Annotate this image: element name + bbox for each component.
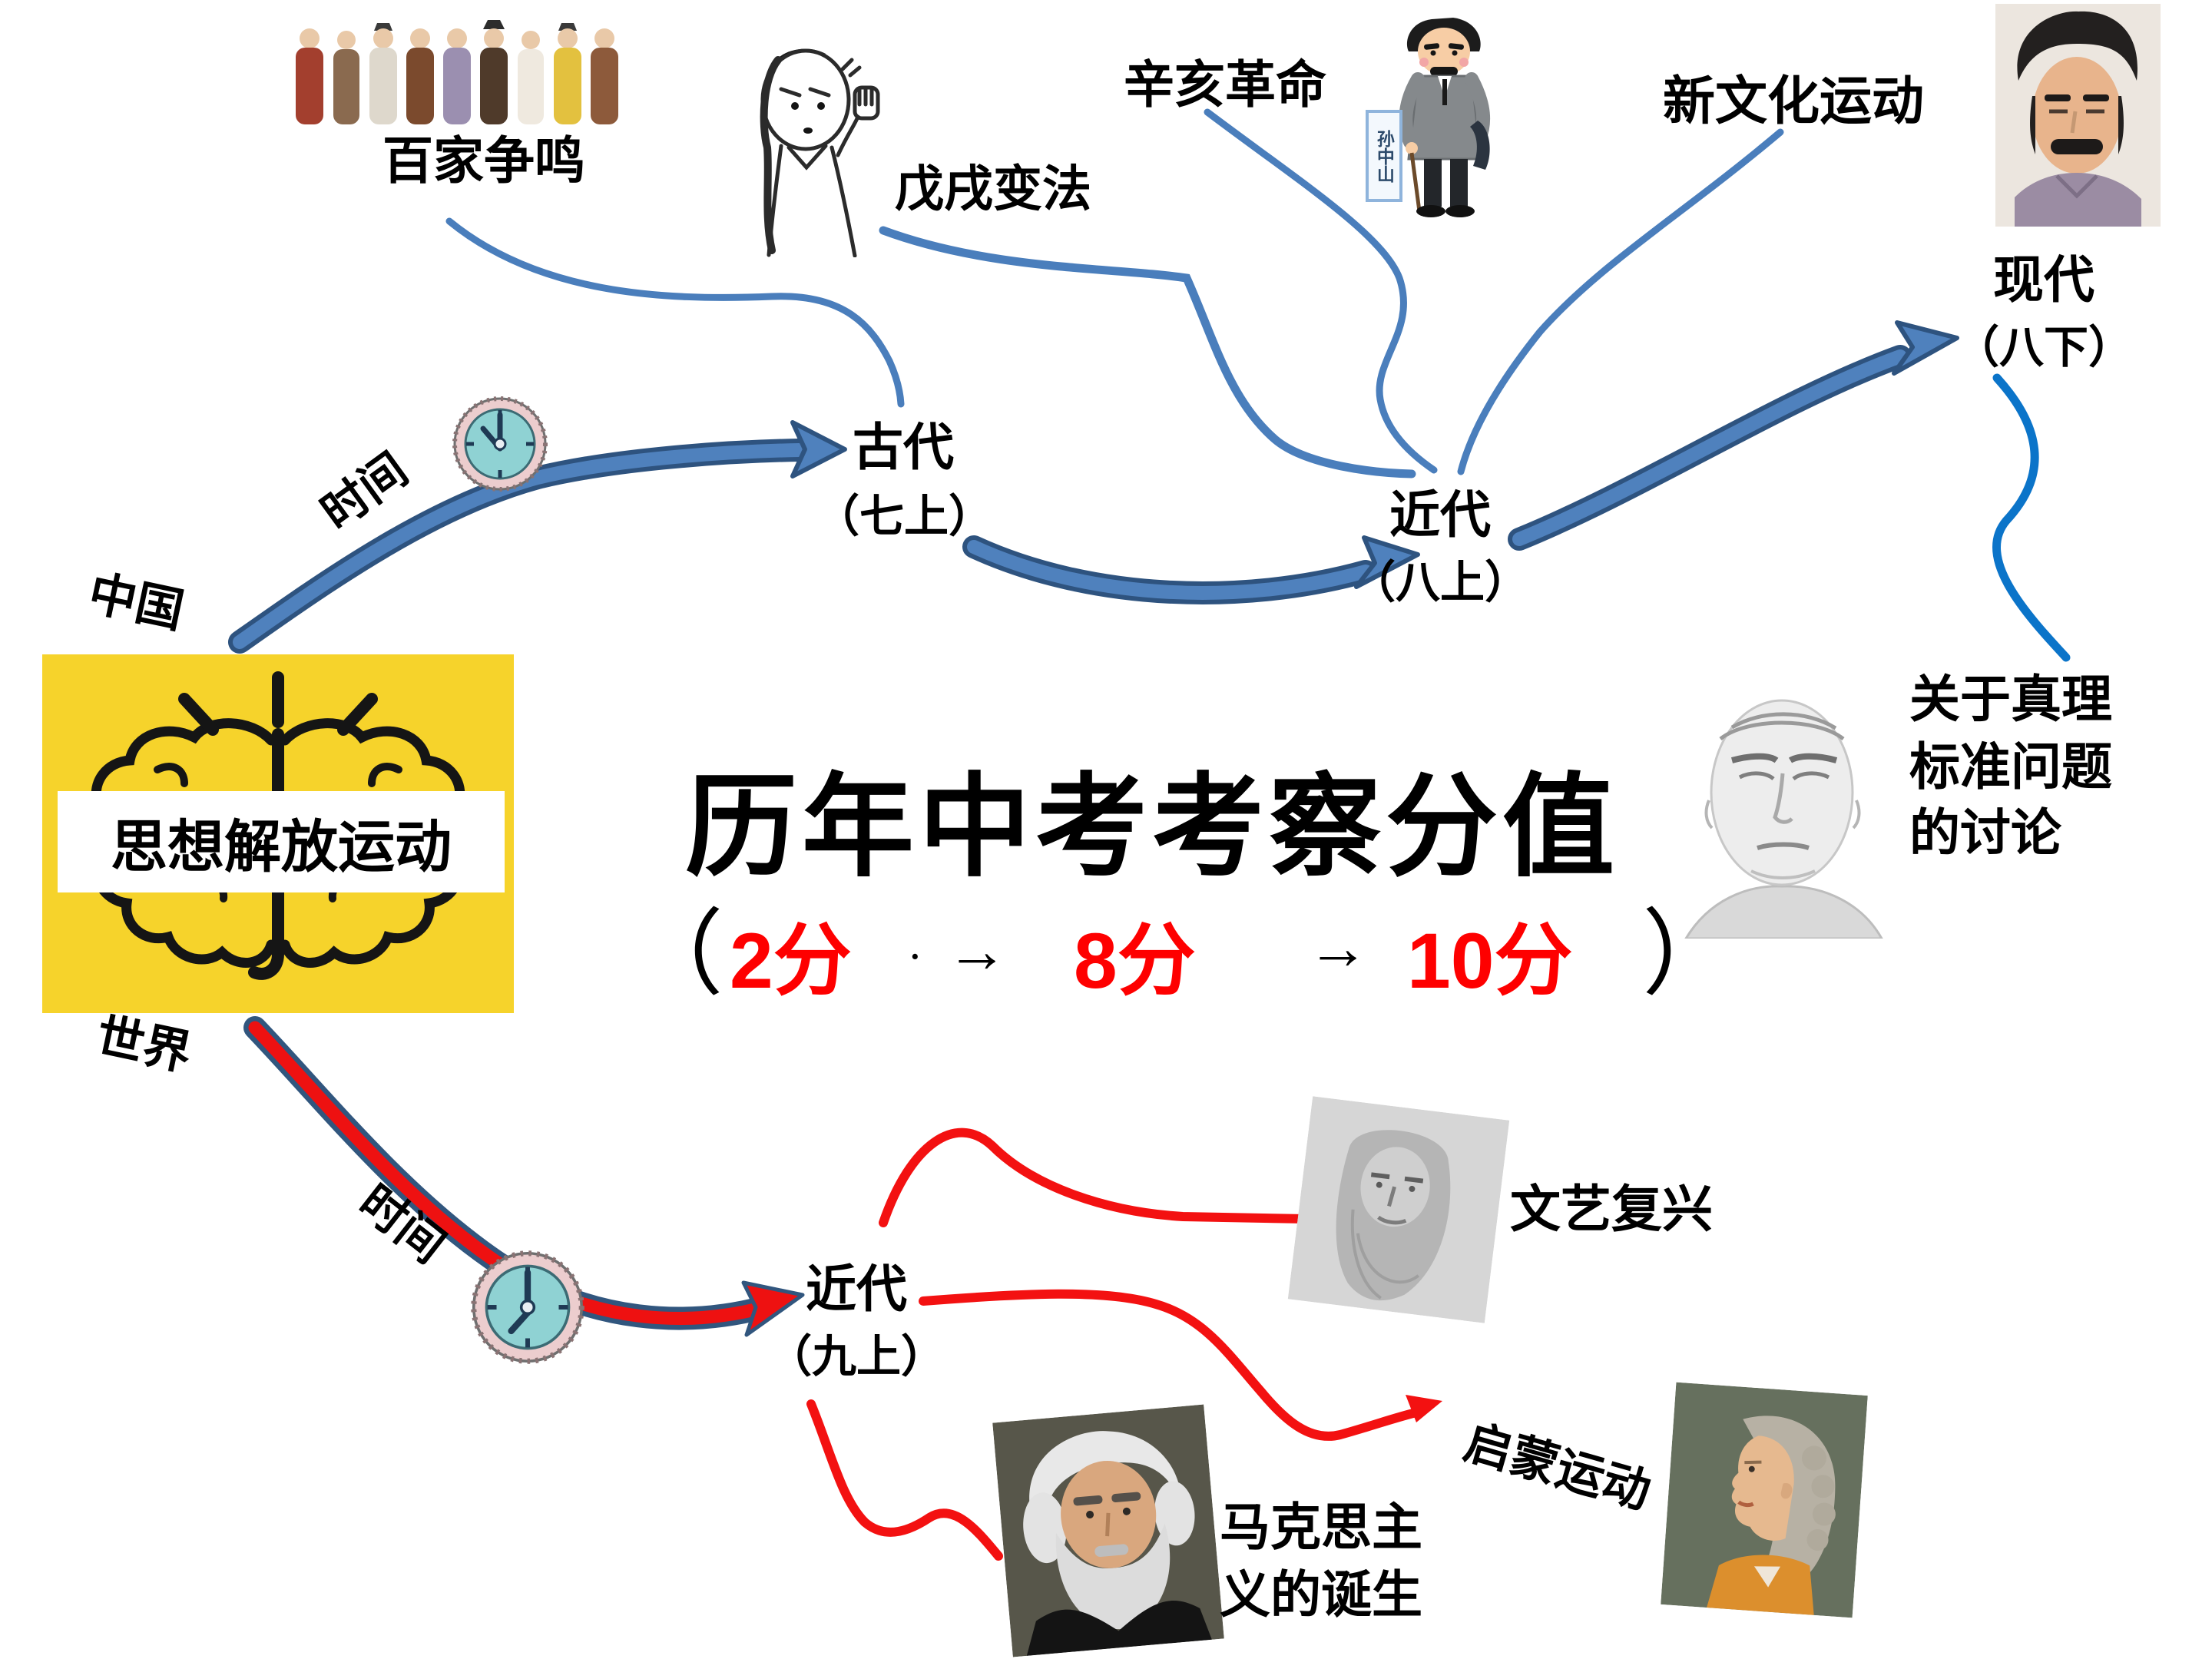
branch-ancient-to-modern (967, 540, 1373, 600)
score-8: 8分 (1074, 917, 1196, 1005)
line-new-culture (1457, 128, 1784, 475)
arrowhead-modern (1354, 535, 1420, 589)
line-truth-discussion (1992, 373, 2071, 662)
montesquieu-portrait (1661, 1382, 1868, 1618)
arrowhead-contemporary (1892, 320, 1959, 376)
clock-icon-china (452, 396, 548, 492)
topic-truth-line3: 的讨论 (1909, 806, 2061, 862)
branch-box-to-world-modern (248, 1021, 771, 1325)
brain-rays (178, 671, 378, 736)
topic-xinhai-revolution: 辛亥革命 (1124, 58, 1326, 114)
line-wuxu-reform (879, 226, 1416, 478)
clock-icon-world (470, 1250, 585, 1365)
score-10: 10分 (1407, 917, 1573, 1005)
node-world-modern-sub: （九上） (767, 1332, 945, 1382)
arrowhead-enlightenment (1406, 1395, 1442, 1422)
thought-liberation-box: 思想解放运动 (42, 654, 514, 1013)
score-dot: · (909, 938, 921, 975)
branch-box-to-ancient (233, 443, 806, 649)
qing-scholar-cartoon-icon (733, 31, 899, 257)
score-paren-open: （ (630, 903, 724, 1007)
topic-new-culture: 新文化运动 (1662, 72, 1924, 131)
line-renaissance (879, 1128, 1310, 1227)
da-vinci-sketch (1287, 1096, 1510, 1323)
line-marxism (806, 1399, 1003, 1561)
node-contemporary-sub: （八下） (1954, 323, 2133, 373)
topic-renaissance: 文艺复兴 (1510, 1182, 1713, 1238)
score-arrow-1: → (946, 918, 1008, 985)
topic-wuxu-reform: 戊戌变法 (895, 162, 1091, 217)
line-xinhai-revolution (1204, 108, 1438, 474)
line-hundred-schools (445, 217, 905, 408)
node-contemporary: 现代 (1993, 253, 2094, 309)
node-china-modern-sub: （八上） (1350, 558, 1529, 608)
topic-marxism-line2: 义的诞生 (1220, 1568, 1422, 1624)
deng-xiaoping-sketch (1678, 647, 1889, 939)
marx-portrait (992, 1404, 1224, 1657)
node-china-modern: 近代 (1389, 488, 1491, 544)
topic-truth-line2: 标准问题 (1909, 740, 2112, 796)
arrowhead-world-modern (741, 1280, 805, 1337)
new-culture-figure-portrait (1995, 4, 2161, 227)
node-world-modern: 近代 (806, 1262, 907, 1318)
node-ancient: 古代 (853, 420, 954, 476)
score-arrow-2: → (1307, 915, 1369, 982)
score-2: 2分 (730, 917, 852, 1005)
philosophers-image (288, 15, 634, 131)
sun-yatsen-sign: 孙中山 (1366, 110, 1402, 202)
page-title: 历年中考考察分值 (685, 766, 1619, 890)
center-topic-label: 思想解放运动 (58, 791, 505, 892)
topic-truth-line1: 关于真理 (1909, 672, 2112, 728)
line-enlightenment (919, 1289, 1424, 1441)
topic-marxism-line1: 马克思主 (1220, 1500, 1422, 1556)
branch-modern-to-contemporary (1512, 349, 1907, 546)
sun-yatsen-cartoon-icon: 孙中山 (1366, 4, 1512, 228)
topic-hundred-schools: 百家争鸣 (382, 134, 585, 190)
score-paren-close: ） (1642, 903, 1736, 1007)
arrowhead-ancient (790, 420, 847, 478)
node-ancient-sub: （七上） (814, 492, 993, 541)
